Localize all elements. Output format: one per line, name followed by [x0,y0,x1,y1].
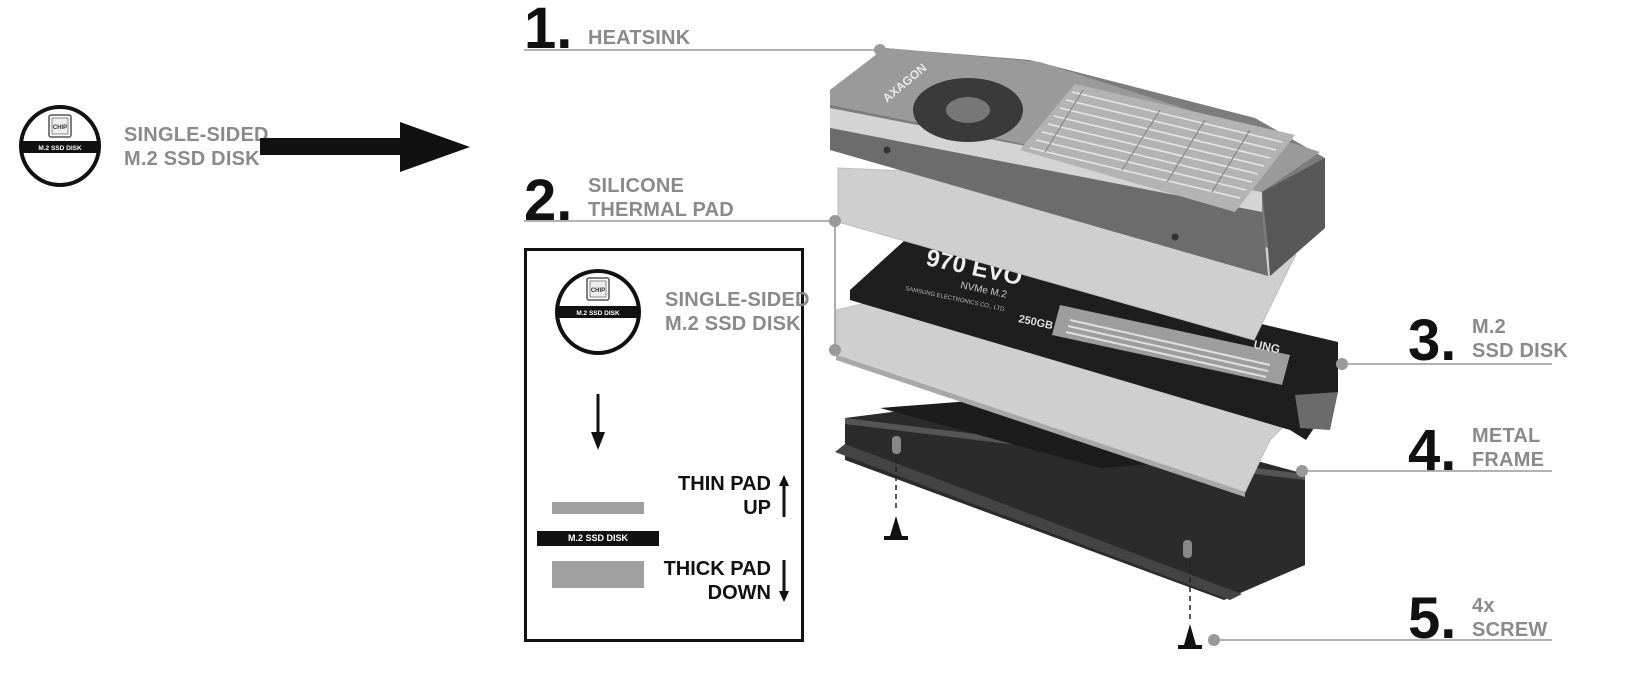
installation-inset [524,248,804,642]
up-arrow-icon [779,475,789,517]
heatsink: AXAGON [830,48,1325,276]
inset-caption-line-1: SINGLE-SIDED [665,289,810,311]
thin-pad-line-1: THIN PAD [678,473,771,495]
ssd-disk-icon: CHIP M.2 SSD DISK [19,105,101,187]
callout-4-line-2: FRAME [1472,449,1545,471]
callout-label-4: METAL FRAME [1472,424,1544,472]
chip-label: CHIP [53,125,67,131]
callout-number-4: 4. [1408,418,1457,483]
callout-1-line-1: HEATSINK [588,27,691,49]
disk-bar-label: M.2 SSD DISK [576,310,620,317]
inset-caption-line-2: M.2 SSD DISK [665,313,801,335]
callout-number-3: 3. [1408,308,1457,373]
callout-5-line-2: SCREW [1472,619,1548,641]
callout-label-1: HEATSINK [588,26,690,50]
callout-dot-5 [1208,634,1220,646]
left-caption-line-1: SINGLE-SIDED [124,124,269,146]
m2-ssd-board: 970 EVO NVMe M.2 SAMSUNG ELECTRONICS CO.… [850,240,1338,440]
right-arrow-icon [260,122,470,172]
chip-label: CHIP [591,288,605,294]
leader-lines [524,49,1552,641]
thin-pad-line-2: UP [743,497,771,519]
left-badge-caption: SINGLE-SIDED M.2 SSD DISK [124,123,269,171]
thick-pad-line-2: DOWN [707,582,771,604]
screw-icon-2 [1178,560,1202,649]
callout-3-line-2: SSD DISK [1472,340,1569,362]
down-small-arrow-icon [779,560,789,602]
screw-icon-1 [884,458,908,540]
callout-label-2: SILICONE THERMAL PAD [588,174,734,222]
callout-2-line-1: SILICONE [588,175,685,197]
inset-badge-caption: SINGLE-SIDED M.2 SSD DISK [665,288,810,336]
callout-dot-3 [1336,358,1348,370]
thin-pad-label: THIN PAD UP [660,472,771,520]
callout-5-line-1: 4x [1472,595,1495,617]
inset-ssd-disk-bar: M.2 SSD DISK [537,531,659,546]
callout-dots [829,44,1348,646]
callout-dot-2b [829,344,841,356]
callout-dot-1 [874,44,886,56]
thin-pad-shape [552,502,644,514]
inset-disk-badge: CHIP M.2 SSD DISK [554,268,642,356]
callout-4-line-1: METAL [1472,425,1541,447]
thick-pad-line-1: THICK PAD [663,558,771,580]
down-arrow-icon [591,394,605,450]
callout-2-line-2: THERMAL PAD [588,199,734,221]
thick-pad-label: THICK PAD DOWN [660,557,771,605]
callout-number-1: 1. [524,0,573,61]
callout-label-5: 4x SCREW [1472,594,1547,642]
left-caption-line-2: M.2 SSD DISK [124,148,260,170]
heatsink-fins [1029,91,1283,199]
thick-pad-shape [552,561,644,588]
disk-bar-label: M.2 SSD DISK [38,145,82,152]
callout-number-2: 2. [524,168,573,233]
ssd-brand-text: UNG [1252,337,1281,356]
left-disk-badge: CHIP M.2 SSD DISK [18,104,102,188]
ssd-disk-icon: CHIP M.2 SSD DISK [555,269,641,355]
callout-dot-2a [829,215,841,227]
screws [884,458,1202,649]
callout-3-line-1: M.2 [1472,316,1506,338]
callout-number-5: 5. [1408,586,1457,651]
callout-dot-4 [1296,465,1308,477]
callout-label-3: M.2 SSD DISK [1472,315,1568,363]
